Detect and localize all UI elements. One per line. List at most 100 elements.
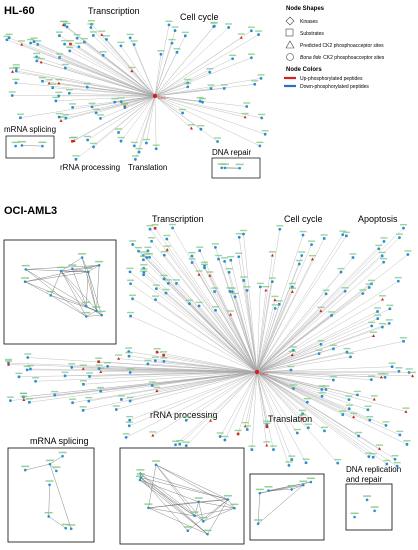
oci-node-triangle <box>99 370 103 373</box>
oci-edge <box>167 249 258 373</box>
oci-node-circle <box>87 399 91 403</box>
hl60-node-label-mark <box>173 48 181 50</box>
oci-rrna-mesh-edge <box>155 464 235 509</box>
hl60-node-square <box>83 40 86 44</box>
oci-edge <box>256 248 379 373</box>
oci-node-circle <box>319 342 323 346</box>
oci-node-label-mark <box>163 234 171 237</box>
oci-edge <box>256 371 398 467</box>
oci-node-square <box>322 237 326 240</box>
oci-edge <box>23 371 258 397</box>
oci-edge <box>89 371 258 377</box>
hl60-node-label-mark <box>184 82 192 85</box>
oci-node-label-mark <box>240 276 248 278</box>
hl60-node-label-mark <box>34 40 42 42</box>
oci-node-label-mark <box>151 224 159 226</box>
hl60-node-label-mark <box>187 124 195 126</box>
oci-and-repair-label: and repair <box>346 475 382 484</box>
hl60-node-circle <box>113 100 117 104</box>
oci-node-circle <box>384 423 388 427</box>
oci-node-label-mark <box>380 237 388 239</box>
oci-node-label-mark <box>104 362 112 364</box>
oci-translation-mesh-edge <box>257 484 304 524</box>
oci-node-label-mark <box>285 461 293 463</box>
oci-edge <box>256 371 350 409</box>
oci-node-circle <box>145 256 149 259</box>
oci-node-circle <box>214 245 217 249</box>
oci-transcription-mesh-edge <box>24 281 51 296</box>
hl60-node-label-mark <box>59 20 67 23</box>
hl60-node-triangle <box>20 42 24 46</box>
oci-node-circle <box>148 255 151 259</box>
oci-rrna-mesh-edge <box>148 507 208 535</box>
oci-node-label-mark <box>256 282 264 285</box>
hl60-node-label-mark <box>241 112 249 115</box>
oci-node-circle <box>184 444 188 448</box>
oci-node-triangle <box>310 257 314 261</box>
hl60-splicing-node-label-mark <box>11 141 20 144</box>
oci-edge <box>256 286 261 373</box>
oci-node-circle <box>380 325 384 329</box>
oci-node-label-mark <box>69 398 77 400</box>
hl60-edge <box>87 95 156 141</box>
oci-node-label-mark <box>112 405 120 407</box>
hl60-node-label-mark <box>152 144 160 146</box>
hl60-node-label-mark <box>243 102 251 104</box>
oci-edge <box>88 371 258 402</box>
oci-node-label-mark <box>227 255 235 258</box>
oci-splicing-node-circle <box>47 515 51 518</box>
oci-edge <box>128 351 258 373</box>
oci-node-label-mark <box>317 306 325 309</box>
oci-rrna-node-circle <box>206 532 209 536</box>
oci-edge <box>256 290 267 373</box>
oci-node-label-mark <box>207 416 215 418</box>
oci-node-square <box>164 291 168 295</box>
hl60-node-triangle <box>61 23 65 27</box>
oci-dna-repair-box <box>345 483 393 531</box>
hl60-node-circle <box>260 116 264 120</box>
oci-edge <box>256 315 332 373</box>
oci-transcription-node-label-mark <box>82 311 91 314</box>
oci-node-label-mark <box>148 237 156 239</box>
hl60-node-square <box>222 87 226 90</box>
oci-edge <box>132 244 258 373</box>
oci-node-circle <box>175 281 178 285</box>
oci-node-circle <box>174 443 177 447</box>
oci-node-label-mark <box>268 277 276 279</box>
oci-node-label-mark <box>212 306 220 308</box>
hl60-mrna-splicing-box <box>5 135 55 159</box>
oci-node-circle <box>300 254 304 257</box>
oci-node-triangle <box>229 312 233 316</box>
hl60-node-circle <box>29 41 32 45</box>
oci-ck2-hub <box>254 369 260 375</box>
oci-transcription-node-label-mark <box>82 301 91 304</box>
oci-node-square <box>250 448 254 451</box>
hl60-node-label-mark <box>62 113 70 116</box>
oci-repair-node-circle <box>365 498 369 502</box>
oci-node-square <box>345 234 348 238</box>
oci-edges <box>8 227 413 535</box>
oci-node-circle <box>324 292 328 296</box>
oci-node-label-mark <box>349 253 357 255</box>
hl60-node-label-mark <box>69 103 77 105</box>
oci-node-square <box>351 256 355 259</box>
oci-edge <box>245 371 258 427</box>
oci-node-circle <box>53 393 57 397</box>
hl60-edge <box>15 82 156 97</box>
oci-transcription-mesh-edge <box>86 306 102 316</box>
hl60-node-label-mark <box>89 31 97 33</box>
hl60-node-label-mark <box>165 20 173 23</box>
hl60-edge <box>59 35 156 97</box>
oci-edge <box>256 261 384 373</box>
hl60-node-triangle <box>239 35 243 39</box>
hl60-node-circle <box>119 44 123 48</box>
hl60-edge <box>70 43 156 97</box>
hl60-edge <box>134 95 156 146</box>
oci-node-square <box>128 399 132 403</box>
hl60-edge <box>120 45 156 97</box>
hl60-node-circle <box>85 85 89 89</box>
oci-node-circle <box>227 270 231 274</box>
oci-node-circle <box>233 295 237 299</box>
oci-node-triangle <box>209 418 213 422</box>
